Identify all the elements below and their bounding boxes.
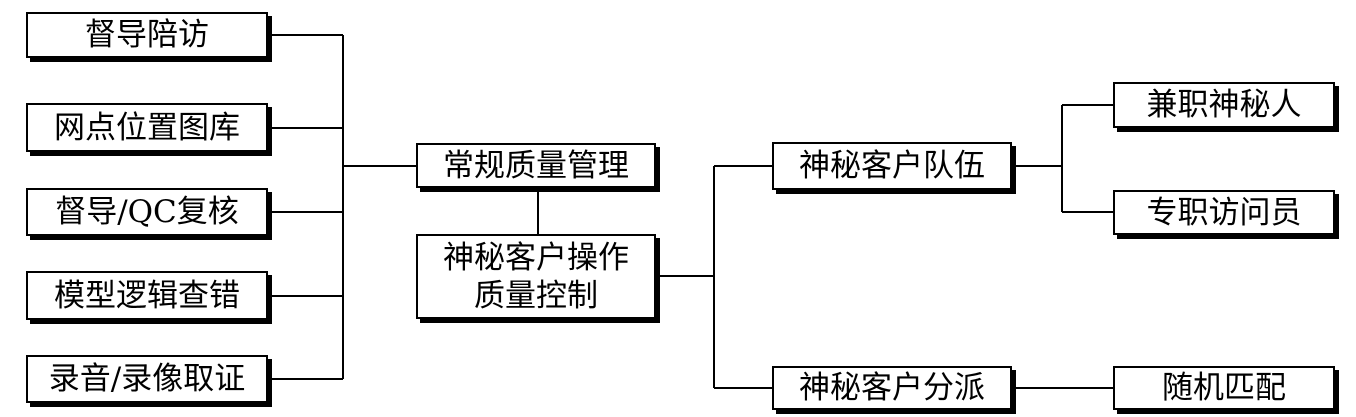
mystery-quality-control-box: 神秘客户操作 质量控制 bbox=[416, 234, 656, 319]
left-item-outlet-location-gallery: 网点位置图库 bbox=[26, 103, 268, 152]
member-label: 专职访问员 bbox=[1146, 194, 1302, 231]
left-item-supervisor-visit: 督导陪访 bbox=[26, 12, 268, 58]
left-item-audio-video-evidence: 录音/录像取证 bbox=[26, 355, 268, 403]
member-label: 兼职神秘人 bbox=[1146, 87, 1302, 123]
mystery-qc-line-2: 质量控制 bbox=[474, 277, 598, 314]
mystery-shopper-assignment-box: 神秘客户分派 bbox=[772, 366, 1012, 410]
routine-quality-label: 常规质量管理 bbox=[443, 147, 629, 184]
left-item-qc-review: 督导/QC复核 bbox=[26, 188, 268, 236]
mystery-qc-line-1: 神秘客户操作 bbox=[443, 239, 629, 276]
mystery-shopper-team-box: 神秘客户队伍 bbox=[772, 142, 1012, 190]
mystery-assignment-label: 神秘客户分派 bbox=[799, 370, 985, 406]
random-match-box: 随机匹配 bbox=[1113, 366, 1335, 410]
left-item-label: 督导/QC复核 bbox=[55, 194, 239, 230]
left-item-model-logic-check: 模型逻辑查错 bbox=[26, 271, 268, 320]
part-time-mystery-shopper-box: 兼职神秘人 bbox=[1113, 82, 1335, 128]
left-item-label: 模型逻辑查错 bbox=[54, 277, 240, 314]
full-time-interviewer-box: 专职访问员 bbox=[1113, 190, 1335, 235]
mystery-team-label: 神秘客户队伍 bbox=[799, 148, 985, 184]
left-item-label: 督导陪访 bbox=[85, 17, 209, 53]
routine-quality-management-box: 常规质量管理 bbox=[416, 143, 656, 188]
random-match-label: 随机匹配 bbox=[1162, 370, 1286, 406]
left-item-label: 录音/录像取证 bbox=[48, 361, 246, 397]
left-item-label: 网点位置图库 bbox=[54, 109, 240, 146]
